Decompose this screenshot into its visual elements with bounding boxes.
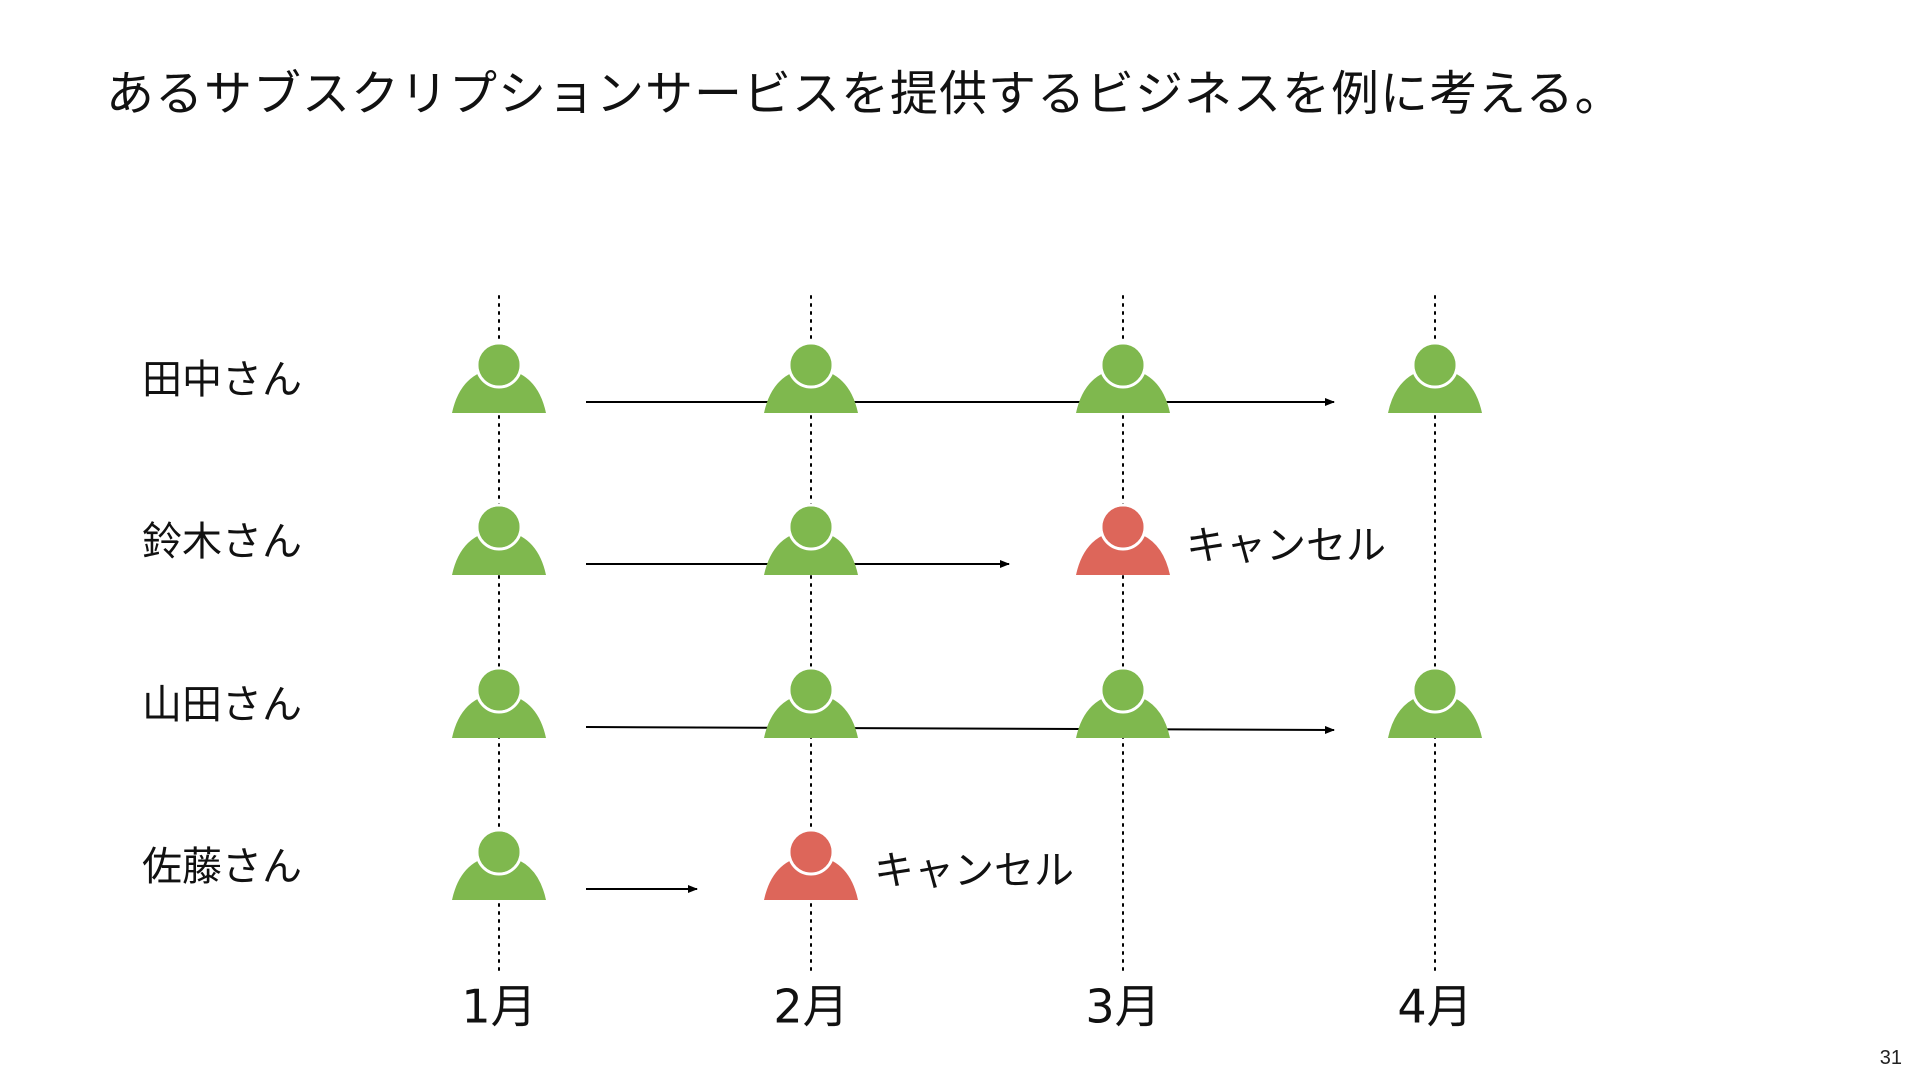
cancelled-person-icon	[764, 828, 858, 900]
active-person-icon	[1076, 341, 1170, 413]
active-person-icon	[1388, 666, 1482, 738]
month-label: 2月	[773, 980, 848, 1034]
active-person-icon	[452, 828, 546, 900]
cancel-label: キャンセル	[1186, 523, 1386, 569]
cancel-label: キャンセル	[874, 848, 1074, 894]
active-person-icon	[1076, 666, 1170, 738]
continuation-arrow	[585, 725, 1335, 734]
month-label: 1月	[461, 980, 536, 1034]
month-label: 4月	[1397, 980, 1472, 1034]
customer-name: 佐藤さん	[142, 844, 302, 890]
active-person-icon	[452, 341, 546, 413]
active-person-icon	[764, 666, 858, 738]
page-number: 31	[1879, 1047, 1902, 1069]
active-person-icon	[1388, 341, 1482, 413]
cancelled-person-icon	[1076, 503, 1170, 575]
customer-name: 山田さん	[142, 682, 302, 728]
active-person-icon	[452, 666, 546, 738]
active-person-icon	[764, 503, 858, 575]
active-person-icon	[764, 341, 858, 413]
active-person-icon	[452, 503, 546, 575]
customer-name: 鈴木さん	[142, 519, 302, 565]
customer-name: 田中さん	[142, 357, 302, 403]
slide-title: あるサブスクリプションサービスを提供するビジネスを例に考える。	[106, 66, 1624, 122]
month-label: 3月	[1085, 980, 1160, 1034]
